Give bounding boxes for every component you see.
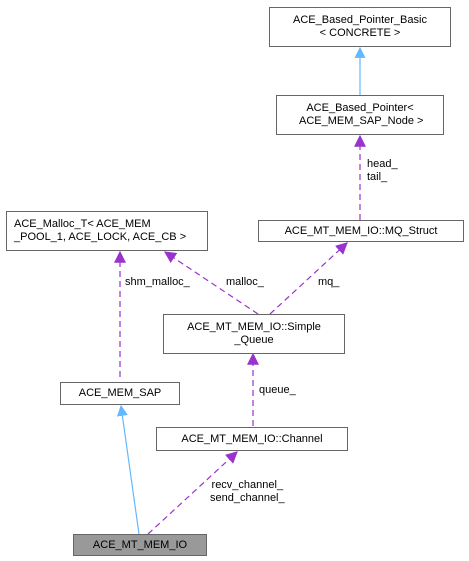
node-mem-sap-line1: ACE_MEM_SAP [78,387,162,399]
edge-label-tail: tail_ [367,171,388,183]
node-mt-mem-io-line1: ACE_MT_MEM_IO [92,538,188,551]
node-malloc-t-line1: ACE_Malloc_T< ACE_MEM [14,218,151,230]
edge-usage-recv-send [147,451,238,535]
node-mq-struct[interactable]: ACE_MT_MEM_IO::MQ_Struct [258,220,464,242]
node-mem-sap[interactable]: ACE_MEM_SAP [60,382,180,405]
node-based-pointer-basic-line1: ACE_Based_Pointer_Basic [293,14,427,26]
node-mq-struct-line1: ACE_MT_MEM_IO::MQ_Struct [284,224,438,237]
edge-label-head-tail: head_ tail_ [367,158,398,184]
edge-label-recv-send: recv_channel_ send_channel_ [210,479,285,505]
edge-label-recv: recv_channel_ [211,479,284,491]
node-based-pointer-line1: ACE_Based_Pointer< [306,102,414,114]
node-malloc-t-line2: _POOL_1, ACE_LOCK, ACE_CB > [14,231,187,243]
node-based-pointer[interactable]: ACE_Based_Pointer< ACE_MEM_SAP_Node > [276,95,444,135]
node-mt-mem-io[interactable]: ACE_MT_MEM_IO [73,534,207,556]
edge-usage-mq [269,242,348,315]
edge-label-head: head_ [367,158,398,170]
edge-inherit-mem-sap [116,404,140,535]
node-channel-line1: ACE_MT_MEM_IO::Channel [181,432,323,445]
node-based-pointer-line2: ACE_MEM_SAP_Node > [296,115,424,127]
edge-label-send: send_channel_ [210,492,285,504]
edge-usage-malloc [164,251,259,315]
node-simple-queue-line2: _Queue [234,334,274,346]
node-channel[interactable]: ACE_MT_MEM_IO::Channel [156,427,348,451]
node-simple-queue-line1: ACE_MT_MEM_IO::Simple [187,321,321,333]
node-based-pointer-basic[interactable]: ACE_Based_Pointer_Basic < CONCRETE > [269,7,451,47]
node-based-pointer-basic-line2: < CONCRETE > [319,27,401,39]
node-simple-queue[interactable]: ACE_MT_MEM_IO::Simple _Queue [163,314,345,354]
edge-label-malloc: malloc_ [226,276,264,288]
edge-label-mq: mq_ [318,276,340,288]
edge-label-shm-malloc: shm_malloc_ [125,276,190,288]
node-malloc-t[interactable]: ACE_Malloc_T< ACE_MEM _POOL_1, ACE_LOCK,… [6,211,208,251]
edge-label-queue: queue_ [259,384,296,396]
